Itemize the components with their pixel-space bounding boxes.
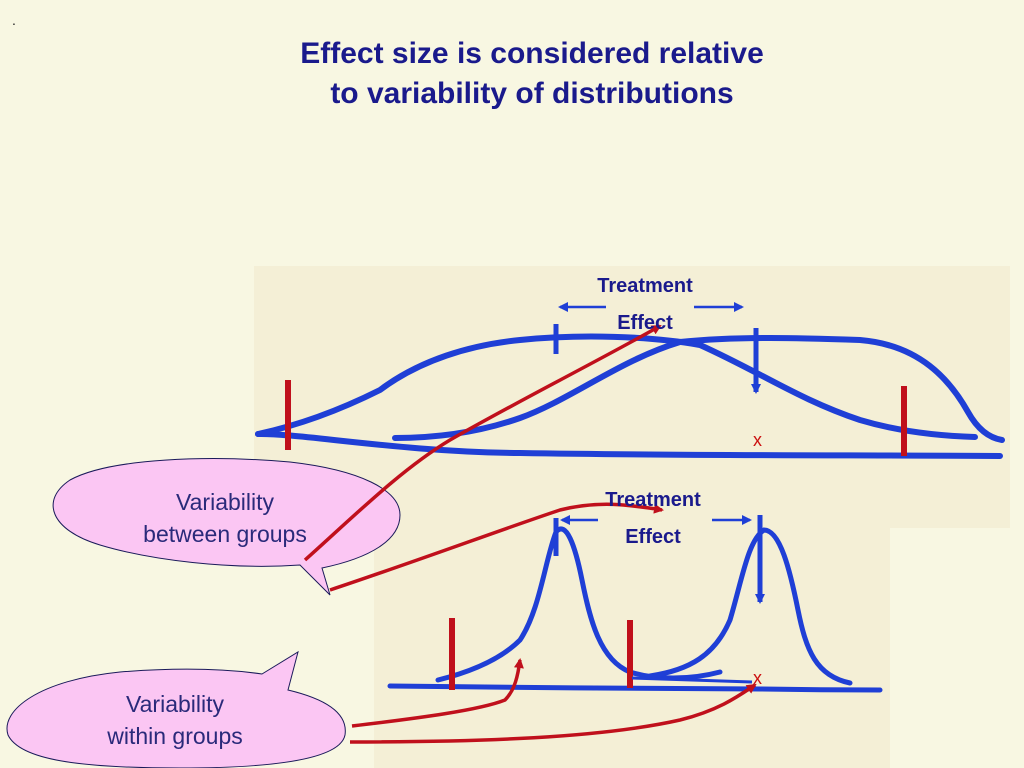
callout-between-shape [52,458,401,596]
callout-within-line-1: Variability [126,691,224,717]
callout-within-text: Variability within groups [55,688,295,752]
top-x-marker: x [753,430,762,450]
bottom-baseline [387,683,883,693]
arrow-within-to-curve-1 [351,658,524,728]
callout-within-shape [6,650,346,768]
callout-within-line-2: within groups [107,723,243,749]
arrow-between-to-bottom [329,502,664,592]
bottom-effect-label-1: Treatment [605,489,701,511]
bottom-x-marker: x [753,668,762,688]
bottom-link-line [631,676,753,684]
top-diagram-panel [254,266,1010,528]
bottom-effect-label-2: Effect [625,526,681,548]
top-curve-2 [392,335,1005,443]
top-effect-label-2: Effect [617,312,673,334]
callout-between-text: Variability between groups [105,486,345,550]
top-baseline [255,430,1003,459]
slide-marker: . [12,12,16,28]
bottom-curve-1 [435,526,723,683]
arrow-between-to-top [303,324,662,562]
bottom-curve-2 [647,527,853,686]
arrow-within-to-curve-2 [349,683,757,744]
top-curve-1 [255,333,978,440]
slide-title-line-2: to variability of distributions [330,77,734,110]
callout-between-line-1: Variability [176,489,274,515]
callout-between-line-2: between groups [143,521,307,547]
slide-title-line-1: Effect size is considered relative [300,37,764,70]
top-effect-label-1: Treatment [597,275,693,297]
slide-title: Effect size is considered relative to va… [180,34,884,114]
